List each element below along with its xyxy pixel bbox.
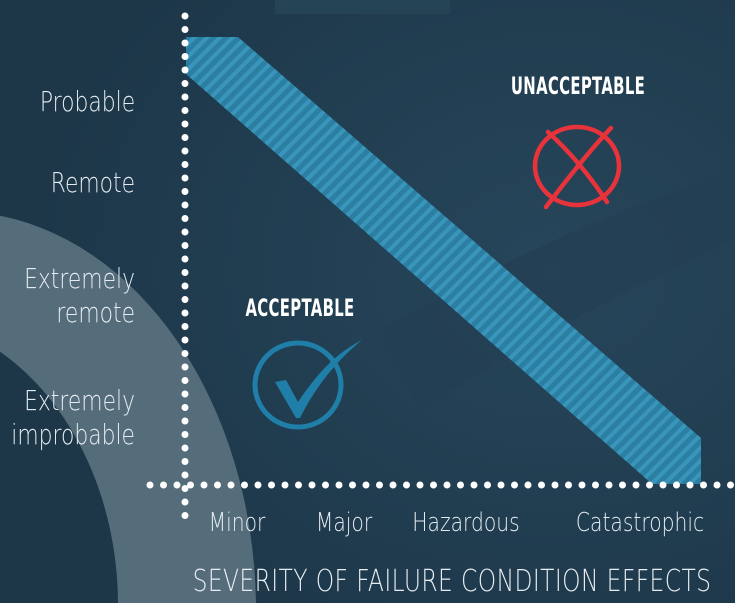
y-label-extremely-remote: Extremely remote [24, 262, 136, 329]
y-label-probable: Probable [39, 85, 135, 118]
background-shape [380, 170, 735, 410]
x-label-hazardous: Hazardous [412, 508, 520, 538]
acceptable-label: ACCEPTABLE [245, 294, 355, 322]
x-circle-icon [532, 124, 622, 210]
x-label-catastrophic: Catastrophic [575, 508, 705, 538]
boundary-band [186, 37, 701, 484]
unacceptable-label: UNACCEPTABLE [510, 72, 646, 100]
decorative-arc [0, 215, 256, 603]
x-label-major: Major [315, 508, 373, 538]
y-label-remote: Remote [50, 166, 135, 199]
x-label-minor: Minor [208, 508, 266, 538]
y-label-extremely-improbable: Extremely improbable [11, 384, 135, 451]
background-accent-bar [275, 0, 450, 14]
x-axis-title: SEVERITY OF FAILURE CONDITION EFFECTS [192, 564, 712, 599]
check-circle-icon [252, 340, 362, 430]
